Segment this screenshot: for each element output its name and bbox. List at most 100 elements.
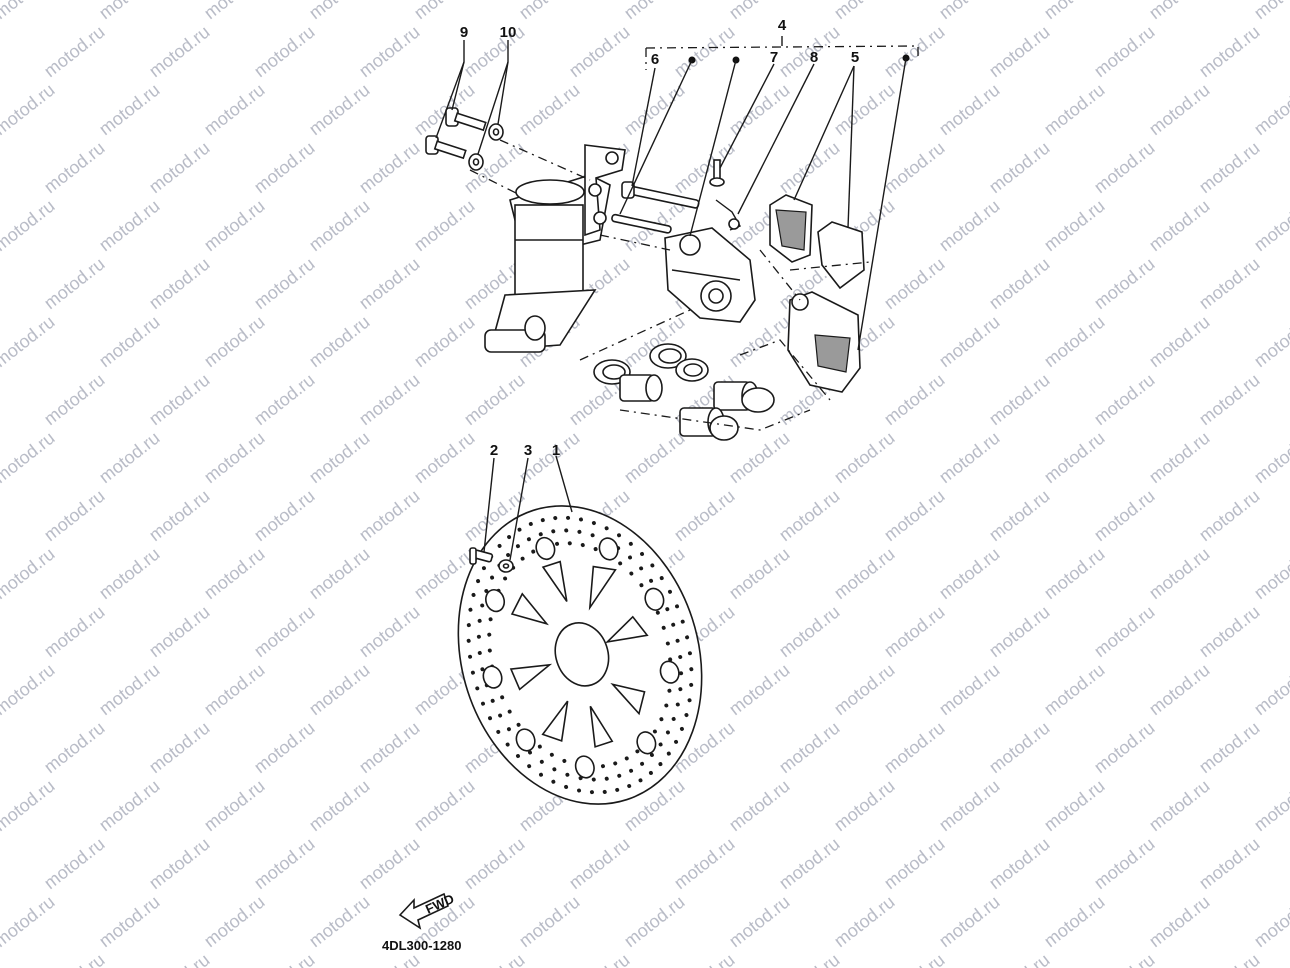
drill-hole xyxy=(549,752,554,757)
drill-hole xyxy=(665,641,670,646)
drill-hole xyxy=(617,773,622,778)
watermark-text: motod.ru xyxy=(1195,718,1263,778)
drill-hole xyxy=(538,532,543,537)
watermark-text: motod.ru xyxy=(355,370,423,430)
watermark-text: motod.ru xyxy=(620,892,688,952)
drill-hole xyxy=(567,541,572,546)
watermark-text: motod.ru xyxy=(0,892,58,952)
watermark-text: motod.ru xyxy=(200,312,268,372)
watermark-text: motod.ru xyxy=(95,80,163,140)
disc-rivets xyxy=(482,536,680,779)
watermark-text: motod.ru xyxy=(1145,196,1213,256)
drill-hole xyxy=(470,670,475,675)
watermark-text: motod.ru xyxy=(145,602,213,662)
drill-hole xyxy=(480,603,485,608)
watermark-text: motod.ru xyxy=(1250,428,1290,488)
watermark-text: motod.ru xyxy=(775,950,843,968)
seal-ring xyxy=(709,415,739,441)
drill-hole xyxy=(517,527,522,532)
drill-hole xyxy=(649,578,654,583)
callout-4: 4 xyxy=(778,17,787,34)
watermark-text: motod.ru xyxy=(1040,660,1108,720)
diagram-code: 4DL300-1280 xyxy=(382,938,462,953)
disc-bolt xyxy=(469,547,494,565)
bleed-screw xyxy=(709,159,725,187)
drill-hole xyxy=(638,778,643,783)
drill-hole xyxy=(476,634,481,639)
drill-hole xyxy=(466,638,471,643)
watermark-text: motod.ru xyxy=(725,544,793,604)
watermark-text: motod.ru xyxy=(40,22,108,82)
drill-hole xyxy=(481,566,486,571)
watermark-text: motod.ru xyxy=(95,892,163,952)
drill-hole xyxy=(531,549,536,554)
drill-hole xyxy=(687,651,692,656)
watermark-text: motod.ru xyxy=(95,428,163,488)
drill-hole xyxy=(679,671,684,676)
drill-hole xyxy=(659,576,664,581)
watermark-text: motod.ru xyxy=(0,138,3,198)
drill-hole xyxy=(487,648,492,653)
watermark-text: motod.ru xyxy=(200,544,268,604)
drill-hole xyxy=(680,619,685,624)
drill-hole xyxy=(685,635,690,640)
drill-hole xyxy=(591,777,596,782)
drill-hole xyxy=(466,623,471,628)
drill-hole xyxy=(675,638,680,643)
watermark-text: motod.ru xyxy=(1040,80,1108,140)
mount-washer-upper xyxy=(488,123,504,141)
watermark-text: motod.ru xyxy=(1040,544,1108,604)
watermark-text: motod.ru xyxy=(460,370,528,430)
watermark-text: motod.ru xyxy=(880,834,948,894)
watermark-text: motod.ru xyxy=(1040,196,1108,256)
watermark-text: motod.ru xyxy=(830,892,898,952)
watermark-text: motod.ru xyxy=(145,950,213,968)
watermark-text: motod.ru xyxy=(410,196,478,256)
drill-hole xyxy=(655,610,660,615)
seal-ring xyxy=(649,343,687,369)
watermark-text: motod.ru xyxy=(40,254,108,314)
watermark-text: motod.ru xyxy=(880,370,948,430)
watermark-text: motod.ru xyxy=(145,834,213,894)
drill-hole xyxy=(577,529,582,534)
drill-hole xyxy=(487,632,492,637)
watermark-text: motod.ru xyxy=(145,22,213,82)
watermark-text: motod.ru xyxy=(565,950,633,968)
watermark-text: motod.ru xyxy=(250,834,318,894)
watermark-text: motod.ru xyxy=(460,834,528,894)
watermark-text: motod.ru xyxy=(410,0,478,23)
drill-hole xyxy=(490,698,495,703)
watermark-text: motod.ru xyxy=(880,22,948,82)
watermark-text: motod.ru xyxy=(725,80,793,140)
drill-hole xyxy=(471,592,476,597)
watermark-text: motod.ru xyxy=(200,196,268,256)
watermark-text: motod.ru xyxy=(725,892,793,952)
watermark-text: motod.ru xyxy=(145,486,213,546)
drill-hole xyxy=(551,529,556,534)
watermark-text: motod.ru xyxy=(985,718,1053,778)
drill-hole xyxy=(552,767,557,772)
watermark-text: motod.ru xyxy=(355,486,423,546)
watermark-text: motod.ru xyxy=(565,834,633,894)
drill-hole xyxy=(650,563,655,568)
disc-washer xyxy=(498,559,514,573)
drill-hole xyxy=(589,790,594,795)
watermark-text: motod.ru xyxy=(935,776,1003,836)
caliper-mount-bolt-lower xyxy=(425,135,467,160)
watermark-text: motod.ru xyxy=(1195,486,1263,546)
piston-seal-set xyxy=(593,343,775,441)
watermark-text: motod.ru xyxy=(1040,312,1108,372)
watermark-text: motod.ru xyxy=(1145,428,1213,488)
watermark-text: motod.ru xyxy=(40,718,108,778)
watermark-text: motod.ru xyxy=(0,776,58,836)
drill-hole xyxy=(538,772,543,777)
drill-hole xyxy=(628,555,633,560)
drill-hole xyxy=(506,727,511,732)
watermark-text: motod.ru xyxy=(1250,312,1290,372)
drill-hole xyxy=(468,607,473,612)
watermark-text: motod.ru xyxy=(1090,486,1158,546)
drill-hole xyxy=(488,617,493,622)
drill-hole xyxy=(667,589,672,594)
watermark-text: motod.ru xyxy=(1090,138,1158,198)
